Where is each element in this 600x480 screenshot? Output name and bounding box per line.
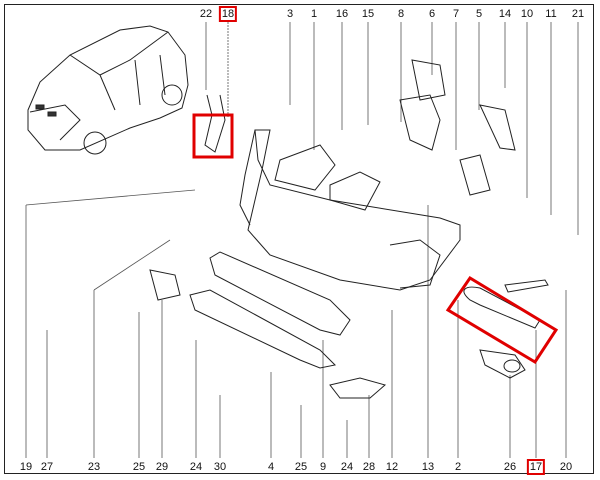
callout-13: 13 bbox=[421, 461, 435, 473]
highlight-boxes bbox=[192, 113, 559, 365]
reinforcement-beam-part-4 bbox=[189, 289, 337, 369]
callout-30: 30 bbox=[213, 461, 227, 473]
callout-18-highlighted: 18 bbox=[218, 6, 238, 22]
bottom-leader-lines bbox=[25, 189, 567, 458]
callout-1: 1 bbox=[310, 8, 318, 20]
callout-9: 9 bbox=[319, 461, 327, 473]
callout-6: 6 bbox=[428, 8, 436, 20]
diagram-frame bbox=[4, 4, 594, 474]
strip-part-20 bbox=[504, 279, 549, 293]
callout-14: 14 bbox=[498, 8, 512, 20]
callout-10: 10 bbox=[520, 8, 534, 20]
trim-strip-part-18 bbox=[204, 94, 226, 153]
fog-lamp-surround-part-26 bbox=[479, 349, 526, 379]
callout-3: 3 bbox=[286, 8, 294, 20]
bracket-part-7 bbox=[459, 154, 491, 196]
highlight-box-part-17 bbox=[445, 275, 559, 365]
callout-26: 26 bbox=[503, 461, 517, 473]
bracket-part-23 bbox=[149, 269, 181, 301]
callout-21: 21 bbox=[571, 8, 585, 20]
top-leader-lines bbox=[205, 22, 579, 235]
callout-27: 27 bbox=[40, 461, 54, 473]
callout-4: 4 bbox=[267, 461, 275, 473]
callout-16: 16 bbox=[335, 8, 349, 20]
highlight-box-part-18 bbox=[192, 113, 234, 159]
callout-28: 28 bbox=[362, 461, 376, 473]
callout-29: 29 bbox=[155, 461, 169, 473]
callout-12: 12 bbox=[385, 461, 399, 473]
callout-25b: 25 bbox=[294, 461, 308, 473]
callout-15: 15 bbox=[361, 8, 375, 20]
trim-strip-part-17 bbox=[463, 286, 541, 329]
callout-11: 11 bbox=[545, 8, 557, 20]
bracket-part-8 bbox=[399, 94, 441, 151]
callout-25: 25 bbox=[132, 461, 146, 473]
air-guide-part-6 bbox=[411, 59, 446, 101]
callout-22: 22 bbox=[199, 8, 213, 20]
lower-grille-part-9 bbox=[209, 251, 351, 336]
callout-23: 23 bbox=[87, 461, 101, 473]
bracket-part-28 bbox=[329, 377, 387, 399]
callout-20: 20 bbox=[559, 461, 573, 473]
callout-19: 19 bbox=[19, 461, 33, 473]
callout-8: 8 bbox=[397, 8, 405, 20]
callout-5: 5 bbox=[475, 8, 483, 20]
bumper-cover-part-1 bbox=[239, 129, 461, 291]
bracket-part-5 bbox=[479, 104, 516, 151]
callout-2: 2 bbox=[454, 461, 462, 473]
vehicle-thumbnail bbox=[27, 25, 189, 155]
callout-24b: 24 bbox=[340, 461, 354, 473]
callout-24: 24 bbox=[189, 461, 203, 473]
callout-7: 7 bbox=[452, 8, 460, 20]
callout-17-highlighted: 17 bbox=[526, 459, 546, 475]
